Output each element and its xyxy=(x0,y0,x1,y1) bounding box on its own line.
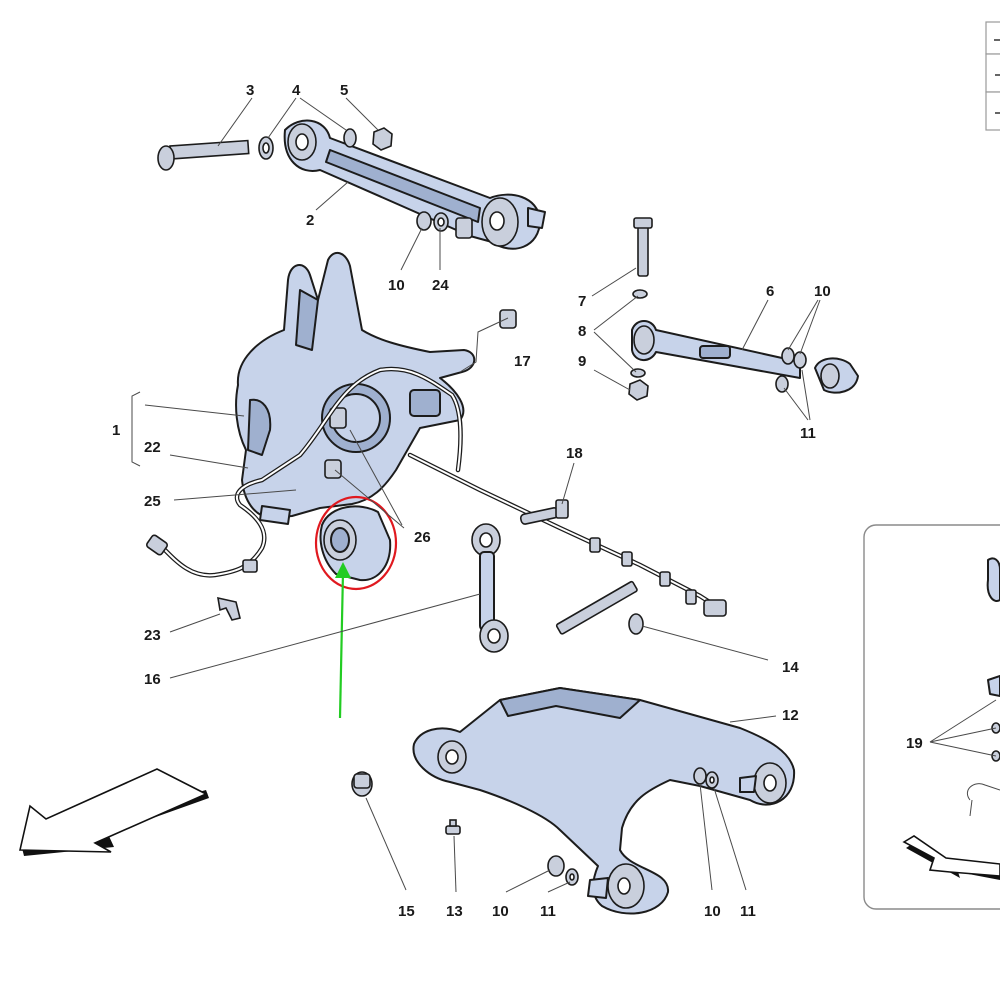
callout-5: 5 xyxy=(340,82,348,99)
callout-1: 1 xyxy=(112,422,120,439)
callout-4: 4 xyxy=(292,82,301,99)
callout-7: 7 xyxy=(578,293,586,310)
toe-link-assembly xyxy=(628,217,859,401)
callout-6: 6 xyxy=(766,283,774,300)
callout-2: 2 xyxy=(306,212,314,229)
callout-19: 19 xyxy=(906,735,923,752)
drop-link-assembly xyxy=(471,523,644,653)
callout-labels: 3 4 5 2 10 24 7 6 10 8 17 9 11 1 22 18 2… xyxy=(112,82,923,920)
sensor-harness xyxy=(407,452,727,617)
callout-8: 8 xyxy=(578,323,586,340)
callout-11-bottom-left: 11 xyxy=(540,903,556,920)
callout-12: 12 xyxy=(782,707,799,724)
callout-24: 24 xyxy=(432,277,449,294)
callout-10-bottom-right: 10 xyxy=(704,903,721,920)
leader-lines xyxy=(131,97,997,893)
callout-11-bottom-right: 11 xyxy=(740,903,756,920)
callout-25: 25 xyxy=(144,493,161,510)
callout-15: 15 xyxy=(398,903,415,920)
direction-arrow xyxy=(19,768,209,856)
upper-arm-assembly xyxy=(157,119,546,250)
callout-22: 22 xyxy=(144,439,161,456)
lower-arm-assembly xyxy=(412,687,796,915)
bushing-and-fitting xyxy=(351,771,461,835)
callout-11-right: 11 xyxy=(800,425,816,442)
callout-18: 18 xyxy=(566,445,583,462)
parts-table-fragment xyxy=(985,21,1000,131)
abs-sensor-wiring xyxy=(145,309,517,621)
callout-3: 3 xyxy=(246,82,254,99)
callout-14: 14 xyxy=(782,659,799,676)
green-pointer-arrow xyxy=(335,562,351,719)
callout-26: 26 xyxy=(414,529,431,546)
callout-23: 23 xyxy=(144,627,161,644)
callout-10-bottom-left: 10 xyxy=(492,903,509,920)
callout-13: 13 xyxy=(446,903,463,920)
callout-10-right: 10 xyxy=(814,283,831,300)
callout-9: 9 xyxy=(578,353,586,370)
callout-16: 16 xyxy=(144,671,161,688)
detail-inset xyxy=(863,524,1000,910)
red-highlight-circle xyxy=(314,495,398,591)
callout-17: 17 xyxy=(514,353,531,370)
highlighted-bushing xyxy=(319,505,392,582)
callout-10-top: 10 xyxy=(388,277,405,294)
